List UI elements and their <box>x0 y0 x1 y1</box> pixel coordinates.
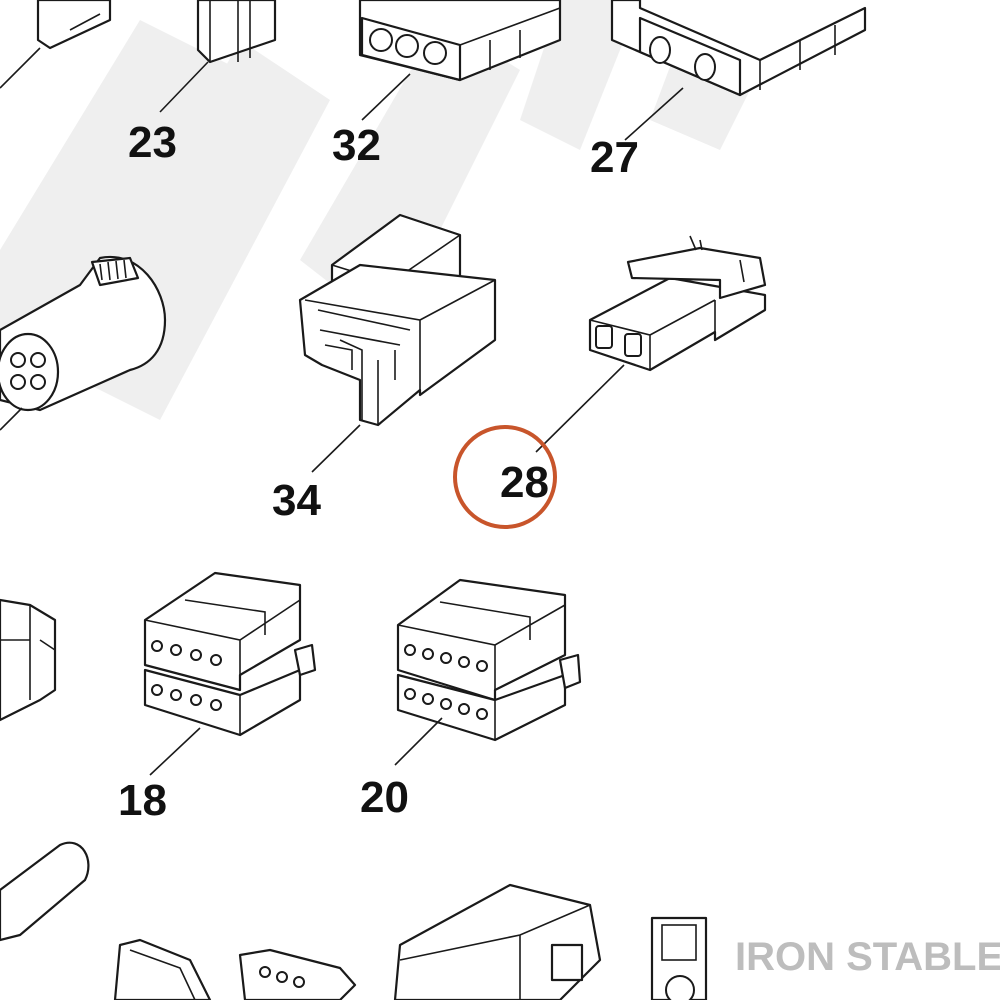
callout-20: 20 <box>360 773 409 822</box>
callout-32: 32 <box>332 121 381 170</box>
connector-part-34 <box>298 213 497 473</box>
connector-part-27 <box>610 0 867 141</box>
side-connector-part <box>0 598 57 722</box>
round-connector-part <box>0 255 167 431</box>
bottom-parts <box>0 841 708 1000</box>
callout-27: 27 <box>590 133 639 182</box>
connector-part-32 <box>358 0 562 121</box>
callout-18: 18 <box>118 776 167 825</box>
connector-part-20 <box>394 578 582 766</box>
callout-23: 23 <box>128 118 177 167</box>
brand-watermark: IRON STABLE <box>735 935 1000 979</box>
highlight-ring-28 <box>453 425 557 529</box>
connector-part-28 <box>535 235 767 453</box>
connector-part-18 <box>143 571 317 776</box>
callout-28: 28 <box>500 458 549 507</box>
connector-part-23 <box>0 0 277 113</box>
callout-34: 34 <box>272 476 321 525</box>
